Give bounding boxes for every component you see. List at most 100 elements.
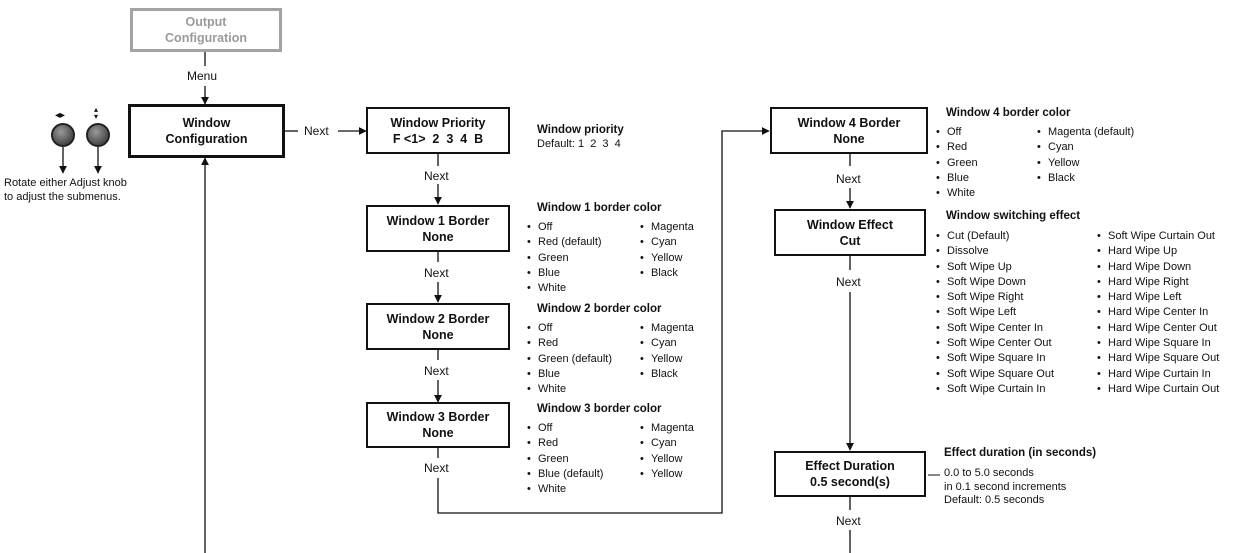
list-item: Yellow [640,452,694,467]
list-item: White [527,281,602,296]
box-line-2: Configuration [165,31,247,45]
box-line-2: Configuration [165,132,248,146]
list-item: Hard Wipe Center In [1097,305,1219,320]
window-4-border-box[interactable]: Window 4 Border None [770,107,928,154]
list-item: Magenta (default) [1037,125,1134,140]
window-1-border-box[interactable]: Window 1 Border None [366,205,510,252]
list-item: Black [640,367,694,382]
list-item: Hard Wipe Curtain Out [1097,382,1219,397]
box-line-1: Window 3 Border [386,410,490,424]
window-2-note-heading: Window 2 border color [537,303,662,315]
box-line-1: Effect Duration [805,459,895,473]
duration-note-body: 0.0 to 5.0 seconds in 0.1 second increme… [944,467,1066,508]
window-1-colors-col1: Off Red (default) Green Blue White [527,220,602,296]
up-down-arrows-icon: ▴▾ [94,105,99,121]
menu-label: Menu [187,69,218,83]
adjust-knob-left[interactable] [51,123,75,147]
window-4-colors-col1: Off Red Green Blue White [936,125,978,201]
duration-note-line: in 0.1 second increments [944,480,1067,493]
list-item: Cyan [640,235,694,250]
list-item: Hard Wipe Left [1097,290,1219,305]
list-item: Dissolve [936,244,1054,259]
list-item: Yellow [640,251,694,266]
window-configuration-box[interactable]: Window Configuration [128,104,285,158]
knob-caption: Rotate either Adjust knob to adjust the … [4,177,127,204]
window-3-colors-col1: Off Red Green Blue (default) White [527,421,603,497]
list-item: Off [527,321,612,336]
list-item: Hard Wipe Right [1097,275,1219,290]
list-item: Hard Wipe Square Out [1097,351,1219,366]
list-item: Cyan [640,436,694,451]
list-item: Yellow [1037,156,1134,171]
next-label: Next [424,266,449,280]
list-item: Blue [527,367,612,382]
window-3-border-box[interactable]: Window 3 Border None [366,402,510,448]
list-item: Red (default) [527,235,602,250]
duration-note-bracket [928,474,940,476]
window-effect-box[interactable]: Window Effect Cut [774,209,926,256]
list-item: Cyan [1037,140,1134,155]
window-2-colors-col1: Off Red Green (default) Blue White [527,321,612,397]
window-2-colors-col2: Magenta Cyan Yellow Black [640,321,694,382]
left-right-arrows-icon: ◂▸ [55,110,66,121]
box-line-2: None [422,327,454,342]
box-line-1: Output [185,15,227,29]
box-line-2: F <1> 2 3 4 B [392,131,484,146]
box-line-2: 0.5 second(s) [810,475,890,489]
next-label: Next [836,514,861,528]
box-line-1: Window [182,116,231,130]
box-line-1: Window 1 Border [386,213,490,228]
list-item: Soft Wipe Square In [936,351,1054,366]
list-item: Hard Wipe Up [1097,244,1219,259]
list-item: Hard Wipe Down [1097,260,1219,275]
window-2-border-box[interactable]: Window 2 Border None [366,303,510,350]
list-item: Yellow [640,467,694,482]
list-item: Hard Wipe Curtain In [1097,367,1219,382]
box-line-1: Window Effect [807,217,893,232]
list-item: Soft Wipe Right [936,290,1054,305]
list-item: Hard Wipe Square In [1097,336,1219,351]
box-line-2: None [422,426,454,440]
effect-note-heading: Window switching effect [946,210,1081,222]
list-item: Soft Wipe Curtain In [936,382,1054,397]
list-item: Blue (default) [527,467,603,482]
list-item: Magenta [640,321,694,336]
list-item: Soft Wipe Curtain Out [1097,229,1219,244]
next-label: Next [836,172,861,186]
list-item: White [527,482,603,497]
box-line-2: None [833,131,865,146]
window-1-colors-col2: Magenta Cyan Yellow Black [640,220,694,281]
list-item: Off [527,220,602,235]
duration-note-line: Default: 0.5 seconds [944,494,1045,506]
list-item: Red [936,140,978,155]
window-1-note-heading: Window 1 border color [537,202,662,214]
list-item: Red [527,436,603,451]
list-item: Green (default) [527,352,612,367]
window-3-note-heading: Window 3 border color [537,403,662,415]
adjust-knob-right[interactable] [86,123,110,147]
list-item: Soft Wipe Square Out [936,367,1054,382]
priority-note-heading: Window priority [537,124,624,136]
box-line-2: Cut [839,233,861,248]
effect-duration-box[interactable]: Effect Duration 0.5 second(s) [774,451,926,497]
output-configuration-box: Output Configuration [130,8,282,52]
effect-list-col1: Cut (Default) Dissolve Soft Wipe Up Soft… [936,229,1054,397]
window-3-colors-col2: Magenta Cyan Yellow Yellow [640,421,694,482]
next-label: Next [836,275,861,289]
next-label: Next [304,124,329,138]
priority-note-default: Default: 1 2 3 4 [537,138,621,150]
knob-caption-line-2: to adjust the submenus. [4,190,121,203]
knob-caption-line-1: Rotate either Adjust knob [4,177,127,189]
list-item: Soft Wipe Center In [936,321,1054,336]
list-item: Red [527,336,612,351]
box-line-1: Window Priority [390,115,486,130]
list-item: Cyan [640,336,694,351]
window-priority-box[interactable]: Window Priority F <1> 2 3 4 B [366,107,510,154]
list-item: Soft Wipe Up [936,260,1054,275]
list-item: Off [527,421,603,436]
list-item: Off [936,125,978,140]
next-label: Next [424,364,449,378]
list-item: Blue [527,266,602,281]
list-item: Green [936,156,978,171]
box-line-1: Window 2 Border [386,311,490,326]
